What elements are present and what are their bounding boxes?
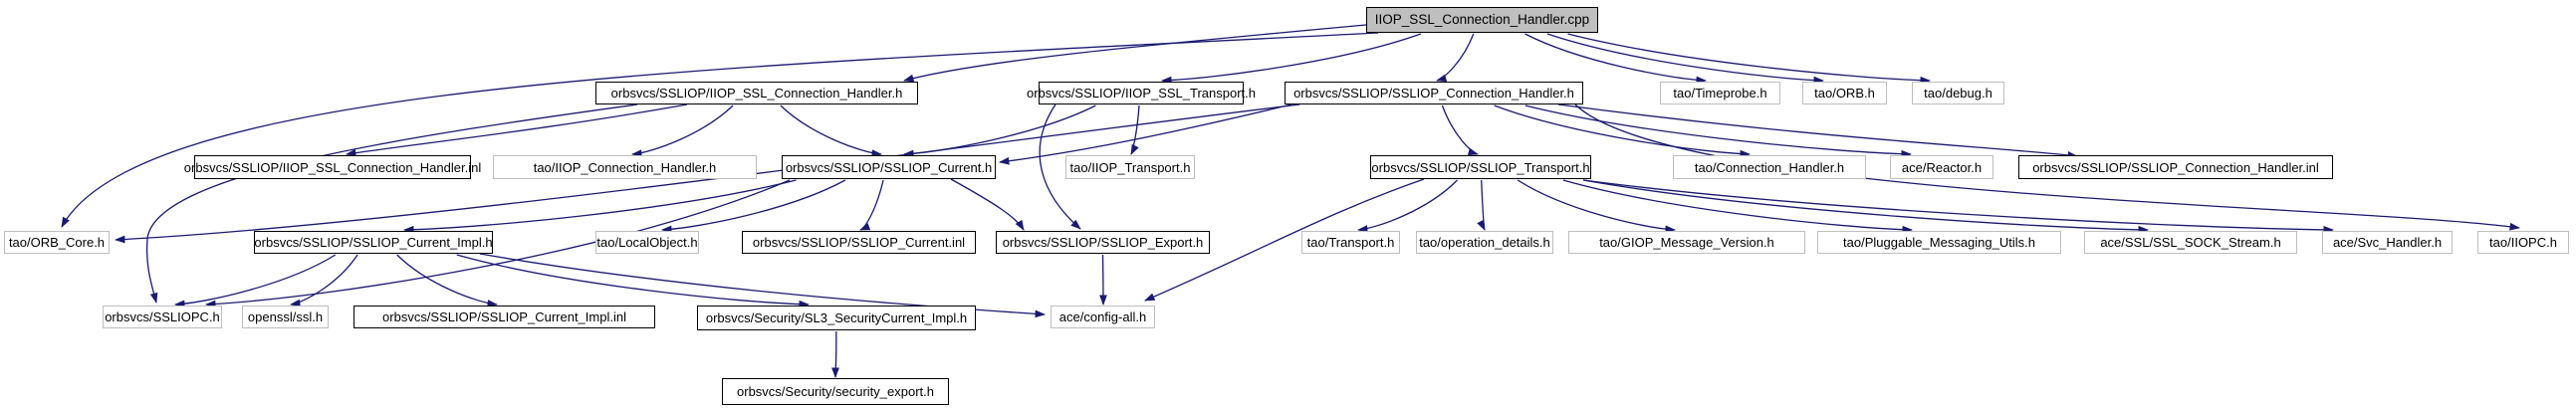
node-ssliop_current_h[interactable]: orbsvcs/SSLIOP/SSLIOP_Current.h bbox=[782, 155, 996, 179]
edge-cpp-orb_core_h bbox=[61, 32, 1379, 228]
node-sl3_security_current_impl_h[interactable]: orbsvcs/Security/SL3_SecurityCurrent_Imp… bbox=[697, 306, 976, 330]
node-pluggable_h[interactable]: tao/Pluggable_Messaging_Utils.h bbox=[1817, 231, 2061, 254]
node-orb_core_h[interactable]: tao/ORB_Core.h bbox=[4, 231, 110, 254]
edge-ssliop_transport_h-pluggable_h bbox=[1562, 179, 1913, 234]
node-ssliop_transport_h[interactable]: orbsvcs/SSLIOP/SSLIOP_Transport.h bbox=[1370, 155, 1591, 179]
edge-iiop_ssl_transport_h-ssliop_export_h bbox=[1039, 103, 1081, 230]
node-ssliopc_h[interactable]: orbsvcs/SSLIOPC.h bbox=[103, 306, 222, 328]
edge-ssliop_ch_h-reactor_h bbox=[1524, 104, 1912, 158]
node-cpp[interactable]: IIOP_SSL_Connection_Handler.cpp bbox=[1366, 7, 1598, 33]
node-security_export_h[interactable]: orbsvcs/Security/security_export.h bbox=[722, 378, 949, 405]
edge-ssliop_ch_h-ssliop_transport_h bbox=[1441, 104, 1479, 156]
node-iiop_transport_h[interactable]: tao/IIOP_Transport.h bbox=[1065, 155, 1195, 179]
node-ssliop_current_impl_inl[interactable]: orbsvcs/SSLIOP/SSLIOP_Current_Impl.inl bbox=[353, 306, 655, 328]
edge-iiop_ssl_ch_h-ssliopc_h bbox=[145, 103, 638, 304]
edge-cpp-timeprobe_h bbox=[1524, 33, 1707, 85]
edge-ssliop_current_impl_h-ssliop_current_impl_inl bbox=[396, 254, 498, 307]
edge-cpp-orb_h bbox=[1546, 33, 1824, 85]
node-transport_h[interactable]: tao/Transport.h bbox=[1301, 231, 1400, 254]
node-svc_handler_h[interactable]: ace/Svc_Handler.h bbox=[2322, 231, 2453, 254]
edge-ssliop_current_h-ssliop_current_impl_h bbox=[403, 179, 797, 234]
node-giop_message_version_h[interactable]: tao/GIOP_Message_Version.h bbox=[1568, 231, 1805, 254]
node-iiop_ssl_ch_inl[interactable]: orbsvcs/SSLIOP/IIOP_SSL_Connection_Handl… bbox=[184, 155, 481, 179]
edge-ssliop_transport_h-giop_message_version_h bbox=[1517, 179, 1676, 234]
edge-ssliop_current_impl_h-openssl_ssl_h bbox=[290, 254, 358, 307]
node-ssl_sock_stream_h[interactable]: ace/SSL/SSL_SOCK_Stream.h bbox=[2084, 231, 2297, 254]
edge-ssliop_current_impl_h-ssliopc_h bbox=[174, 254, 337, 308]
edge-ssliop_current_h-ssliopc_h bbox=[205, 179, 791, 308]
edge-iiop_ssl_transport_h-ssliop_current_h bbox=[903, 104, 1096, 158]
edge-iiop_ssl_ch_h-ssliop_current_h bbox=[780, 104, 882, 157]
edge-ssliop_ch_h-ssliop_ch_inl bbox=[1557, 103, 2078, 159]
node-ssliop_current_impl_h[interactable]: orbsvcs/SSLIOP/SSLIOP_Current_Impl.h bbox=[254, 231, 493, 254]
node-ssliop_ch_inl[interactable]: orbsvcs/SSLIOP/SSLIOP_Connection_Handler… bbox=[2018, 155, 2333, 179]
edge-ssliop_current_h-ssliop_export_h bbox=[950, 178, 1025, 231]
edge-ssliop_current_h-ssliop_current_inl bbox=[859, 179, 884, 231]
edge-cpp-debug_h bbox=[1567, 33, 1931, 85]
edge-ssliop_ch_h-connection_handler_h bbox=[1494, 104, 1751, 158]
edge-iiop_ssl_ch_h-iiop_ch_h bbox=[631, 104, 734, 157]
node-debug_h[interactable]: tao/debug.h bbox=[1912, 82, 2004, 104]
node-timeprobe_h[interactable]: tao/Timeprobe.h bbox=[1660, 82, 1780, 104]
node-ssliop_ch_h[interactable]: orbsvcs/SSLIOP/SSLIOP_Connection_Handler… bbox=[1285, 82, 1583, 104]
node-operation_details_h[interactable]: tao/operation_details.h bbox=[1416, 231, 1553, 254]
edge-ssliop_current_impl_h-config_all_h bbox=[479, 253, 1046, 318]
node-reactor_h[interactable]: ace/Reactor.h bbox=[1890, 155, 1993, 179]
edge-cpp-ssliop_ch_h bbox=[1436, 33, 1475, 83]
edge-ssliop_ch_h-iiopc_h bbox=[1574, 103, 2520, 231]
edge-ssliop_transport_h-transport_h bbox=[1357, 179, 1458, 233]
edge-cpp-iiop_ssl_ch_h bbox=[903, 24, 1367, 83]
edge-ssliop_current_impl_h-sl3_security_current_impl_h bbox=[456, 254, 810, 308]
node-config_all_h[interactable]: ace/config-all.h bbox=[1051, 306, 1155, 328]
edge-iiop_ssl_ch_h-iiop_ssl_ch_inl bbox=[346, 103, 688, 157]
edge-ssliop_ch_h-orb_core_h bbox=[115, 103, 1300, 244]
node-iiop_ssl_transport_h[interactable]: orbsvcs/SSLIOP/IIOP_SSL_Transport.h bbox=[1027, 82, 1256, 104]
edge-ssliop_transport_h-svc_handler_h bbox=[1582, 179, 2334, 234]
node-iiop_ssl_ch_h[interactable]: orbsvcs/SSLIOP/IIOP_SSL_Connection_Handl… bbox=[595, 82, 918, 104]
edge-iiop_ssl_transport_h-iiop_transport_h bbox=[1130, 104, 1140, 155]
node-ssliop_current_inl[interactable]: orbsvcs/SSLIOP/SSLIOP_Current.inl bbox=[742, 231, 976, 254]
node-iiopc_h[interactable]: tao/IIOPC.h bbox=[2477, 231, 2569, 254]
edge-ssliop_transport_h-operation_details_h bbox=[1477, 179, 1486, 231]
edge-sl3_security_current_impl_h-security_export_h bbox=[831, 330, 839, 378]
edge-ssliop_transport_h-config_all_h bbox=[1144, 178, 1425, 302]
edge-ssliop_export_h-config_all_h bbox=[1099, 254, 1107, 306]
node-openssl_ssl_h[interactable]: openssl/ssl.h bbox=[242, 306, 329, 328]
edge-cpp-iiop_ssl_transport_h bbox=[1161, 33, 1422, 85]
node-orb_h[interactable]: tao/ORB.h bbox=[1802, 82, 1887, 104]
node-ssliop_export_h[interactable]: orbsvcs/SSLIOP/SSLIOP_Export.h bbox=[996, 231, 1210, 254]
edge-ssliop_ch_h-ssliop_current_h bbox=[999, 103, 1292, 165]
edge-ssliop_transport_h-ssl_sock_stream_h bbox=[1582, 179, 2149, 234]
node-local_object_h[interactable]: tao/LocalObject.h bbox=[595, 231, 699, 254]
node-connection_handler_h[interactable]: tao/Connection_Handler.h bbox=[1673, 155, 1866, 179]
node-iiop_ch_h[interactable]: tao/IIOP_Connection_Handler.h bbox=[493, 155, 757, 179]
edge-ssliop_current_h-local_object_h bbox=[661, 179, 846, 234]
